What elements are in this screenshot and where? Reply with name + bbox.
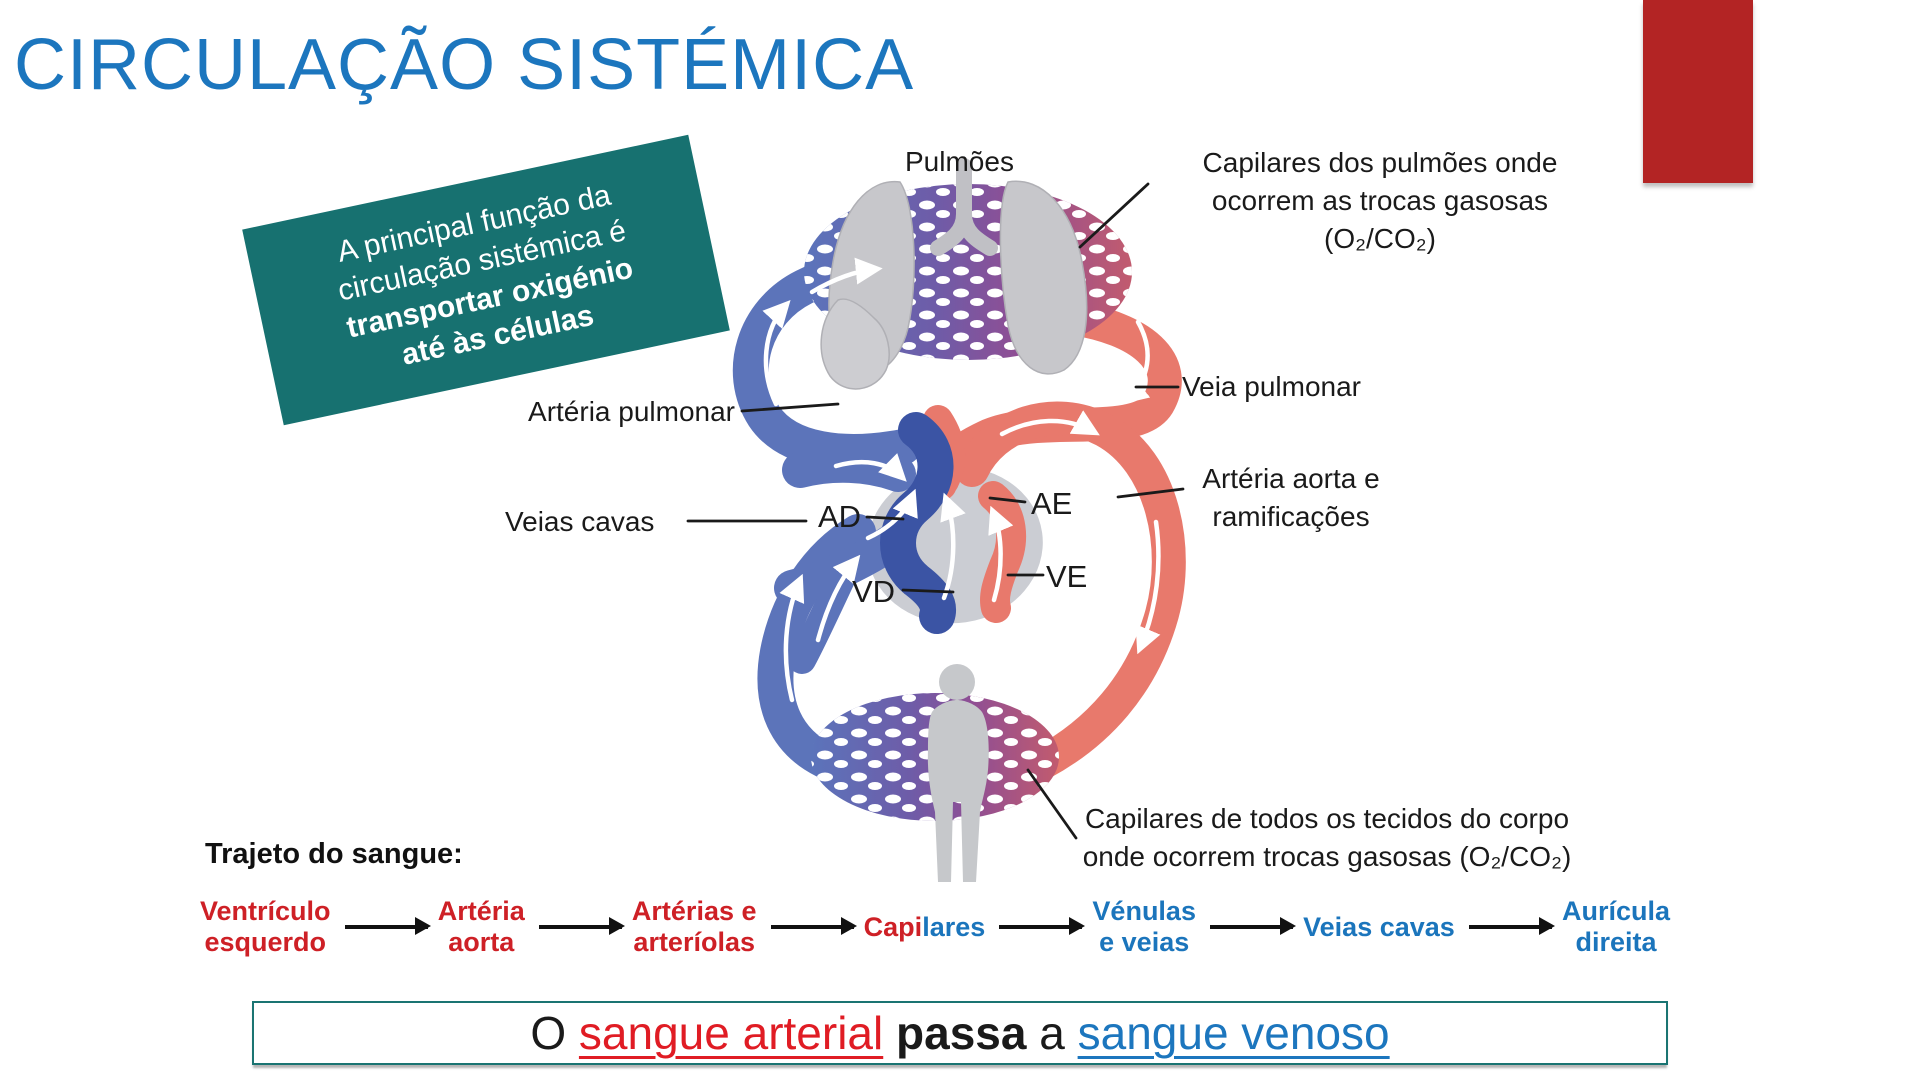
conclusion-venous-blood: sangue venoso (1077, 1007, 1390, 1059)
blood-path-heading: Trajeto do sangue: (205, 838, 463, 870)
flow-step-aorta: Artéria aorta (437, 896, 525, 957)
flow-step-vena-cava: Veias cavas (1303, 911, 1455, 942)
label-pulmonary-artery: Artéria pulmonar (528, 396, 735, 427)
flow-arrow (1209, 918, 1297, 934)
conclusion-o: O (530, 1007, 567, 1059)
leader-lines (686, 182, 1185, 840)
conclusion-passa: passa (896, 1007, 1027, 1059)
label-left-atrium: AE (1031, 486, 1073, 521)
label-lungs: Pulmões (905, 146, 1014, 177)
page-title: CIRCULAÇÃO SISTÉMICA (14, 25, 915, 105)
flow-step-capillaries: Capilares (863, 911, 986, 942)
flow-step-right-atrium: Aurícula direita (1561, 896, 1670, 957)
conclusion-a: a (1039, 1007, 1065, 1059)
blood-path-flow: Ventrículo esquerdo Artéria aorta Artéri… (200, 896, 1670, 958)
label-left-ventricle: VE (1046, 559, 1088, 594)
flow-arrow (770, 918, 857, 934)
flow-step-arteries: Artérias e arteríolas (631, 896, 757, 957)
flow-step-venules: Vénulas e veias (1092, 896, 1196, 957)
body-graphic (927, 664, 989, 882)
label-pulmonary-vein: Veia pulmonar (1182, 371, 1362, 402)
label-body-capillaries: Capilares de todos os tecidos do corpo o… (1082, 803, 1572, 872)
label-lung-capillaries: Capilares dos pulmões onde ocorrem as tr… (1202, 147, 1558, 254)
flow-step-left-ventricle: Ventrículo esquerdo (200, 896, 331, 957)
flow-arrow (538, 918, 626, 934)
corner-accent-rectangle (1643, 0, 1753, 183)
conclusion-arterial-blood: sangue arterial (578, 1007, 884, 1059)
flow-direction-arrows (762, 257, 1161, 703)
conclusion-box: O sangue arterial passa a sangue venoso (252, 1001, 1668, 1065)
label-aorta: Artéria aorta e ramificações (1202, 463, 1380, 532)
label-vena-cava: Veias cavas (505, 506, 655, 537)
flow-arrow (344, 918, 431, 934)
flow-arrow (1468, 918, 1556, 934)
label-right-atrium: AD (818, 499, 862, 534)
flow-arrow (999, 918, 1086, 934)
label-right-ventricle: VD (852, 574, 896, 609)
